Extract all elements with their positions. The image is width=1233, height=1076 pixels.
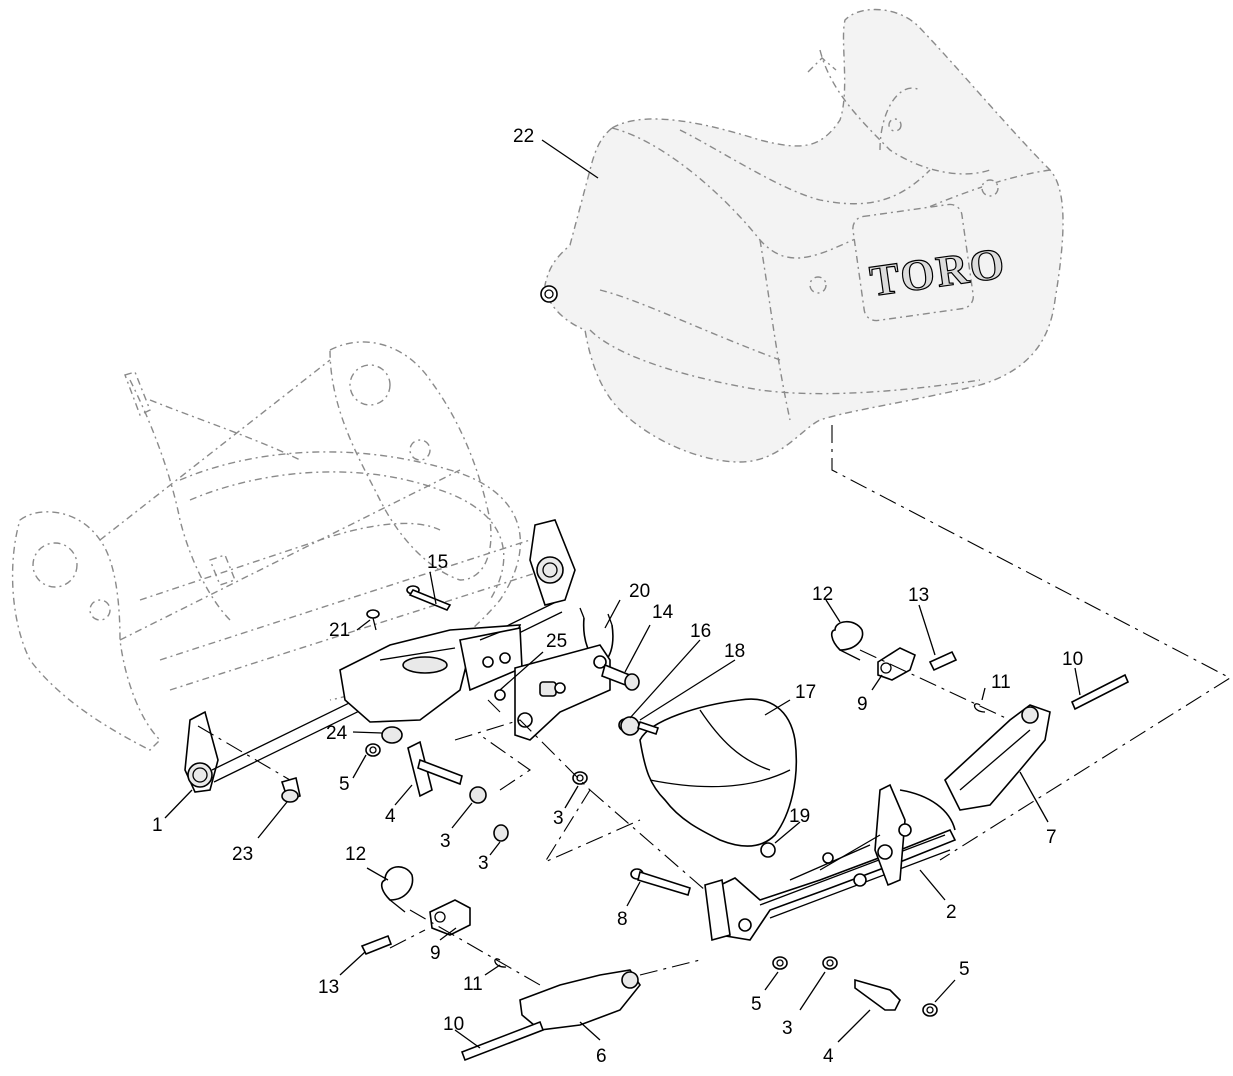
- callout-8: 8: [617, 909, 628, 930]
- callout-12-lower: 12: [345, 844, 366, 865]
- callout-2: 2: [946, 902, 957, 923]
- clevis-9-left: [429, 899, 471, 936]
- callout-9-lower: 9: [430, 943, 441, 964]
- callout-22: 22: [513, 126, 534, 147]
- pivot-bracket: [339, 624, 523, 723]
- callout-7: 7: [1046, 827, 1057, 848]
- callout-5-mid: 5: [751, 994, 762, 1015]
- callout-9-upper: 9: [857, 694, 868, 715]
- skid-17: [620, 698, 798, 858]
- callout-25: 25: [546, 631, 567, 652]
- callout-3-b: 3: [478, 853, 489, 874]
- callout-3-d: 3: [782, 1018, 793, 1039]
- spring-12-left: [380, 866, 414, 913]
- callout-5-right: 5: [959, 959, 970, 980]
- screw-21: [366, 609, 380, 631]
- cutting-unit-frame: [11, 341, 546, 751]
- clevis-9-right: [877, 647, 916, 681]
- callout-11-upper: 11: [991, 672, 1011, 693]
- callout-3-c: 3: [553, 808, 564, 829]
- callout-10-lower: 10: [443, 1014, 464, 1035]
- bolt-8: [630, 868, 691, 896]
- callout-20: 20: [629, 581, 650, 602]
- callout-6: 6: [596, 1046, 607, 1067]
- callout-4-left: 4: [385, 806, 396, 827]
- callout-13-lower: 13: [318, 977, 339, 998]
- height-bracket-6: [519, 969, 641, 1031]
- callout-13-upper: 13: [908, 585, 929, 606]
- callout-17: 17: [795, 682, 816, 703]
- callout-19: 19: [789, 806, 810, 827]
- callout-15: 15: [427, 552, 448, 573]
- callout-23: 23: [232, 844, 253, 865]
- pin-13-right: [928, 650, 958, 672]
- leader-lines: [164, 139, 1081, 1049]
- callout-14: 14: [652, 602, 674, 623]
- assembly-lines: [197, 425, 1232, 986]
- screw-15: [406, 585, 452, 611]
- callout-12-upper: 12: [812, 584, 833, 605]
- adjustment-block: [514, 644, 640, 741]
- callout-10-upper: 10: [1062, 649, 1083, 670]
- callout-11-lower: 11: [463, 974, 483, 995]
- spring-12-right: [830, 620, 864, 661]
- callout-16: 16: [690, 621, 711, 642]
- nut-25: [494, 689, 506, 701]
- pin-10-left: [460, 1020, 545, 1062]
- grass-basket: TORO: [540, 8, 1064, 463]
- callout-24: 24: [326, 723, 348, 744]
- pin-10-right: [1070, 673, 1130, 711]
- clip-11-left: [494, 958, 507, 968]
- height-bracket-7: [944, 704, 1051, 811]
- bottom-right-hardware: [772, 956, 938, 1017]
- callout-1: 1: [152, 815, 163, 836]
- callout-21: 21: [329, 620, 350, 641]
- pin-13-left: [360, 934, 393, 956]
- callout-3-a: 3: [440, 831, 451, 852]
- callout-18: 18: [724, 641, 745, 662]
- frame-assembly-2: [704, 783, 957, 942]
- clip-11-right: [973, 703, 986, 713]
- callout-labels: 22 15 21 20 14 16 18 25 12 13 10 11 9 17…: [152, 126, 1083, 1067]
- left-hardware-cluster: [365, 726, 588, 842]
- callout-5-left: 5: [339, 774, 350, 795]
- callout-4-lower: 4: [823, 1046, 834, 1067]
- screw-23: [280, 776, 301, 803]
